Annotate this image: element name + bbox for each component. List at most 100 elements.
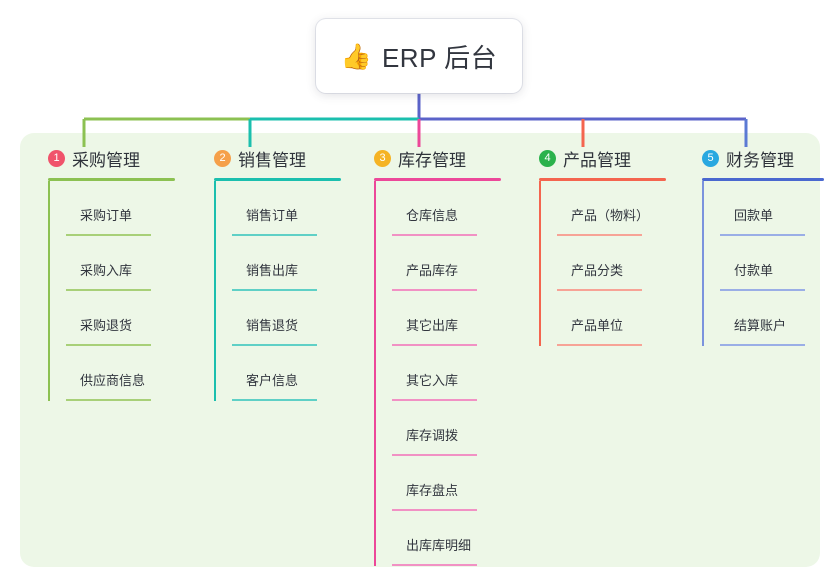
branch-item-underline	[392, 344, 477, 346]
branch-item[interactable]: 库存盘点	[374, 456, 506, 511]
root-title: ERP 后台	[381, 42, 498, 73]
branch-item[interactable]: 回款单	[702, 181, 824, 236]
branch-title: 库存管理	[398, 150, 466, 170]
branch-item-label: 采购入库	[80, 263, 133, 278]
branch-item-label: 库存调拨	[406, 428, 459, 443]
branch-item-list: 仓库信息产品库存其它出库其它入库库存调拨库存盘点出库库明细	[356, 181, 506, 566]
branch-item-underline	[392, 454, 477, 456]
branch-title: 产品管理	[563, 150, 631, 170]
branch-spine	[214, 181, 216, 401]
branch-item-label: 销售订单	[246, 208, 299, 223]
branch-spine	[539, 181, 541, 346]
branch-item-underline	[66, 234, 151, 236]
branch-item-underline	[232, 234, 317, 236]
branch-number-badge: 4	[539, 149, 556, 167]
branch-item-underline	[392, 564, 477, 566]
branch-spine	[702, 181, 704, 346]
root-node[interactable]: 👍 ERP 后台	[316, 19, 522, 93]
branch-item[interactable]: 产品单位	[539, 291, 671, 346]
branch-header-5[interactable]: 5 财务管理	[684, 145, 824, 171]
branch-title: 采购管理	[72, 150, 140, 170]
branch-item[interactable]: 其它出库	[374, 291, 506, 346]
branch-item[interactable]: 采购订单	[48, 181, 180, 236]
branch-item-label: 产品（物料）	[571, 208, 650, 223]
branch-underline	[48, 178, 175, 181]
branch-item[interactable]: 产品库存	[374, 236, 506, 291]
branch-item-underline	[720, 289, 805, 291]
branch-item-underline	[557, 289, 642, 291]
branch-item-label: 销售出库	[246, 263, 299, 278]
diagram-panel	[20, 133, 820, 567]
branch-underline	[214, 178, 341, 181]
branch-item-underline	[720, 344, 805, 346]
branch-header-4[interactable]: 4 产品管理	[521, 145, 671, 171]
branch-item-underline	[66, 344, 151, 346]
branch-title: 财务管理	[726, 150, 794, 170]
branch-item[interactable]: 产品（物料）	[539, 181, 671, 236]
branch-spine	[48, 181, 50, 401]
branch-column-3: 3 库存管理仓库信息产品库存其它出库其它入库库存调拨库存盘点出库库明细	[356, 145, 506, 566]
thumbs-up-icon: 👍	[340, 41, 372, 71]
branch-column-2: 2 销售管理销售订单销售出库销售退货客户信息	[196, 145, 346, 401]
branch-item-underline	[232, 344, 317, 346]
branch-item-label: 回款单	[734, 208, 774, 223]
branch-item-label: 产品单位	[571, 318, 624, 333]
branch-header-2[interactable]: 2 销售管理	[196, 145, 346, 171]
branch-number-badge: 5	[702, 149, 719, 167]
branch-item-label: 销售退货	[246, 318, 299, 333]
branch-item-underline	[392, 399, 477, 401]
branch-item[interactable]: 供应商信息	[48, 346, 180, 401]
branch-item[interactable]: 销售订单	[214, 181, 346, 236]
branch-item-underline	[392, 289, 477, 291]
branch-underline	[702, 178, 824, 181]
branch-item-label: 产品分类	[571, 263, 624, 278]
branch-item-underline	[66, 399, 151, 401]
branch-column-4: 4 产品管理产品（物料） 产品分类产品单位	[521, 145, 671, 346]
branch-item[interactable]: 客户信息	[214, 346, 346, 401]
branch-item-label: 采购订单	[80, 208, 133, 223]
branch-item-underline	[392, 234, 477, 236]
branch-underline	[539, 178, 666, 181]
branch-item-list: 产品（物料） 产品分类产品单位	[521, 181, 671, 346]
branch-column-1: 1 采购管理采购订单采购入库采购退货供应商信息	[30, 145, 180, 401]
branch-item[interactable]: 销售出库	[214, 236, 346, 291]
branch-column-5: 5 财务管理回款单付款单结算账户	[684, 145, 824, 346]
branch-number-badge: 1	[48, 149, 65, 167]
branch-item[interactable]: 采购入库	[48, 236, 180, 291]
branch-item-list: 销售订单销售出库销售退货客户信息	[196, 181, 346, 401]
branch-item-label: 客户信息	[246, 373, 299, 388]
branch-item[interactable]: 其它入库	[374, 346, 506, 401]
branch-item-underline	[392, 509, 477, 511]
branch-item-underline	[232, 399, 317, 401]
branch-item[interactable]: 库存调拨	[374, 401, 506, 456]
branch-header-1[interactable]: 1 采购管理	[30, 145, 180, 171]
branch-item-list: 回款单付款单结算账户	[684, 181, 824, 346]
branch-item[interactable]: 采购退货	[48, 291, 180, 346]
branch-item[interactable]: 结算账户	[702, 291, 824, 346]
branch-number-badge: 3	[374, 149, 391, 167]
branch-item[interactable]: 付款单	[702, 236, 824, 291]
branch-item-label: 供应商信息	[80, 373, 146, 388]
branch-item[interactable]: 出库库明细	[374, 511, 506, 566]
branch-item-label: 产品库存	[406, 263, 459, 278]
branch-header-3[interactable]: 3 库存管理	[356, 145, 506, 171]
branch-item-underline	[66, 289, 151, 291]
branch-item[interactable]: 产品分类	[539, 236, 671, 291]
branch-item-underline	[557, 234, 642, 236]
branch-item-list: 采购订单采购入库采购退货供应商信息	[30, 181, 180, 401]
branch-item-underline	[232, 289, 317, 291]
branch-title: 销售管理	[238, 150, 306, 170]
branch-item-underline	[720, 234, 805, 236]
branch-spine	[374, 181, 376, 566]
root-node-content: 👍 ERP 后台	[341, 38, 497, 75]
branch-item-label: 结算账户	[734, 318, 787, 333]
branch-item-label: 采购退货	[80, 318, 133, 333]
branch-item[interactable]: 销售退货	[214, 291, 346, 346]
branch-item-label: 其它入库	[406, 373, 459, 388]
branch-item[interactable]: 仓库信息	[374, 181, 506, 236]
branch-item-label: 付款单	[734, 263, 774, 278]
branch-item-underline	[557, 344, 642, 346]
branch-item-label: 仓库信息	[406, 208, 459, 223]
branch-number-badge: 2	[214, 149, 231, 167]
